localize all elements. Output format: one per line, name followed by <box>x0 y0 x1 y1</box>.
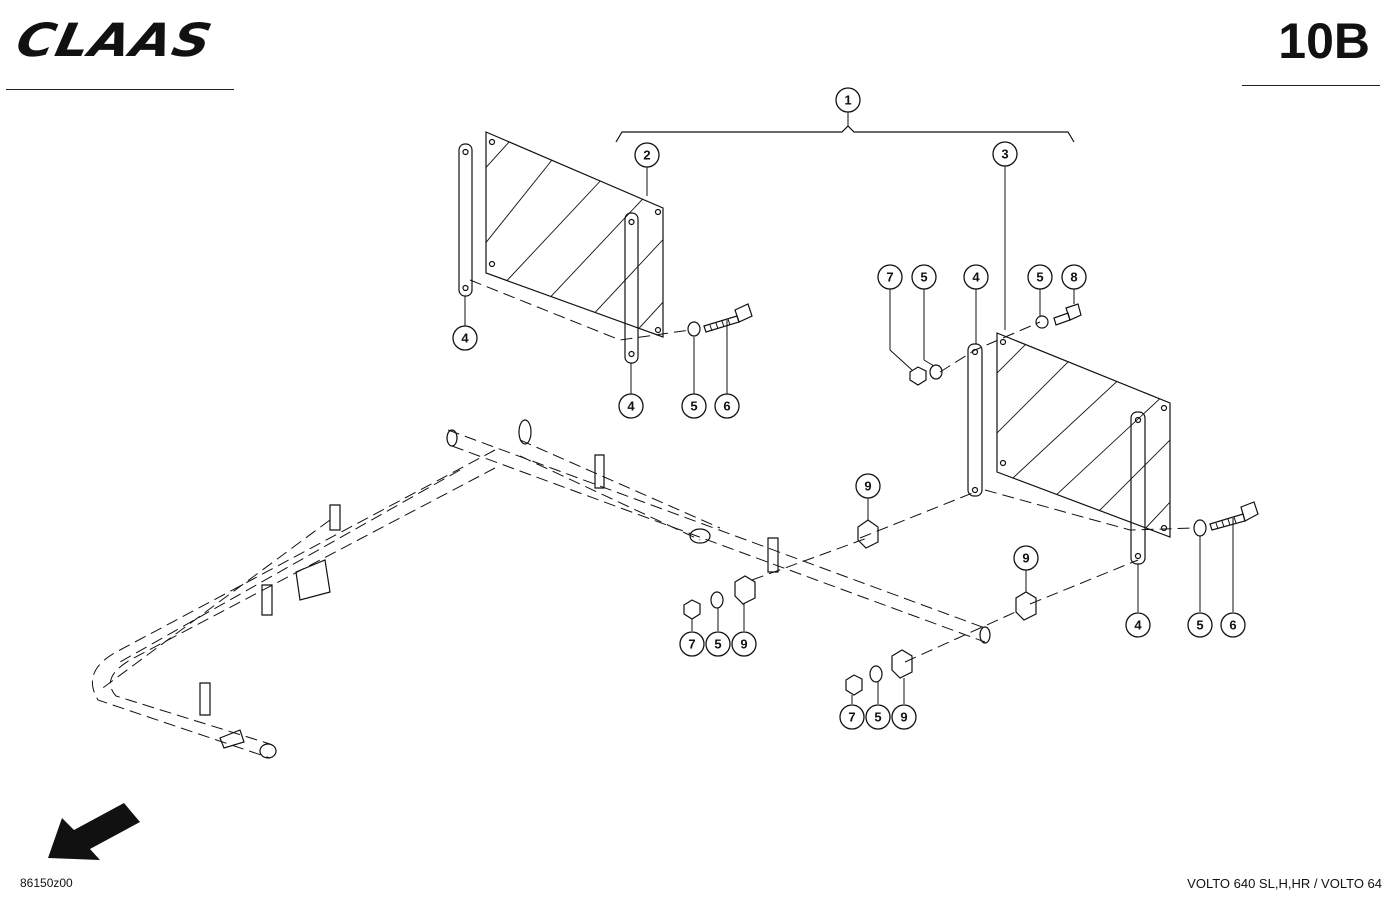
svg-text:1: 1 <box>844 93 851 108</box>
svg-text:4: 4 <box>627 399 635 414</box>
svg-text:7: 7 <box>886 270 893 285</box>
bolt-short-right-plate <box>1053 303 1082 326</box>
svg-text:5: 5 <box>874 710 881 725</box>
callout-7-lower-left: 7 <box>679 631 705 657</box>
mount-line-right-plate-top <box>939 321 1041 373</box>
callout-3: 3 <box>992 141 1018 167</box>
callout-5-upper: 5 <box>911 264 937 290</box>
washer-right-plate-rear <box>929 364 943 380</box>
svg-text:9: 9 <box>864 479 871 494</box>
callout-9-lower-left: 9 <box>731 631 757 657</box>
callout-4-left-front: 4 <box>618 393 644 419</box>
callout-9-upper: 9 <box>855 473 881 499</box>
svg-text:9: 9 <box>900 710 907 725</box>
clamp-right <box>1015 591 1037 621</box>
callout-5-lower-left: 5 <box>705 631 731 657</box>
washer-left-plate <box>687 321 701 337</box>
callout-4-right: 4 <box>1125 612 1151 638</box>
clamp-lower-middle <box>891 649 913 679</box>
callout-2: 2 <box>634 142 660 168</box>
nut-lower-left <box>683 599 701 620</box>
callout-4-upper: 4 <box>963 264 989 290</box>
svg-text:4: 4 <box>1134 618 1142 633</box>
callout-5-lower-middle: 5 <box>865 704 891 730</box>
flat-bar-right-front <box>1130 411 1146 565</box>
callout-6-right: 6 <box>1220 612 1246 638</box>
svg-text:5: 5 <box>1196 618 1203 633</box>
flat-bar-left-rear <box>458 143 473 297</box>
svg-text:3: 3 <box>1001 147 1008 162</box>
callout-8: 8 <box>1061 264 1087 290</box>
callout-1: 1 <box>835 87 861 113</box>
assembly-bracket <box>615 125 1075 143</box>
bolt-long-right-plate <box>1209 501 1259 531</box>
model-designation: VOLTO 640 SL,H,HR / VOLTO 64 <box>1187 876 1382 891</box>
washer-right-plate-top <box>1035 315 1049 329</box>
svg-text:5: 5 <box>690 399 697 414</box>
header-rule-left <box>6 89 234 90</box>
nut-right-plate <box>909 366 927 386</box>
svg-text:8: 8 <box>1070 270 1077 285</box>
svg-text:2: 2 <box>643 148 650 163</box>
washer-lower-left <box>710 591 724 609</box>
callout-5-right: 5 <box>1187 612 1213 638</box>
svg-text:6: 6 <box>723 399 730 414</box>
callout-4-left-rear: 4 <box>452 325 478 351</box>
arrow-down-left-icon <box>48 803 140 860</box>
page-code: 10B <box>1278 13 1370 69</box>
svg-text:7: 7 <box>848 710 855 725</box>
callout-9-right: 9 <box>1013 545 1039 571</box>
header-rule-right <box>1242 85 1380 86</box>
callout-7-upper: 7 <box>877 264 903 290</box>
drawing-number: 86150z00 <box>20 876 73 890</box>
flat-bar-right-rear <box>967 343 983 497</box>
plate-hatching-right <box>997 333 1170 537</box>
svg-text:4: 4 <box>461 331 469 346</box>
callout-9-lower-middle: 9 <box>891 704 917 730</box>
frame-tubing <box>91 419 1139 759</box>
washer-lower-middle <box>869 665 883 683</box>
svg-text:5: 5 <box>920 270 927 285</box>
leader-lines <box>464 112 1234 704</box>
svg-text:9: 9 <box>740 637 747 652</box>
flat-bar-left-front <box>624 212 639 364</box>
mount-line-right-plate-bottom <box>984 489 1196 531</box>
svg-text:7: 7 <box>688 637 695 652</box>
callout-7-lower-middle: 7 <box>839 704 865 730</box>
callout-6-left: 6 <box>714 393 740 419</box>
callout-5-upper-right: 5 <box>1027 264 1053 290</box>
svg-text:5: 5 <box>714 637 721 652</box>
bolt-left-plate <box>703 303 753 333</box>
warning-plate-right <box>996 332 1171 538</box>
callout-5-left: 5 <box>681 393 707 419</box>
clamp-upper <box>857 519 879 549</box>
clamp-lower-left <box>734 575 756 605</box>
mount-line-left-plate <box>469 279 691 341</box>
washer-right-plate-bottom <box>1193 519 1207 537</box>
svg-text:6: 6 <box>1229 618 1236 633</box>
svg-text:5: 5 <box>1036 270 1043 285</box>
nut-lower-middle <box>845 674 863 696</box>
svg-text:9: 9 <box>1022 551 1029 566</box>
svg-text:4: 4 <box>972 270 980 285</box>
